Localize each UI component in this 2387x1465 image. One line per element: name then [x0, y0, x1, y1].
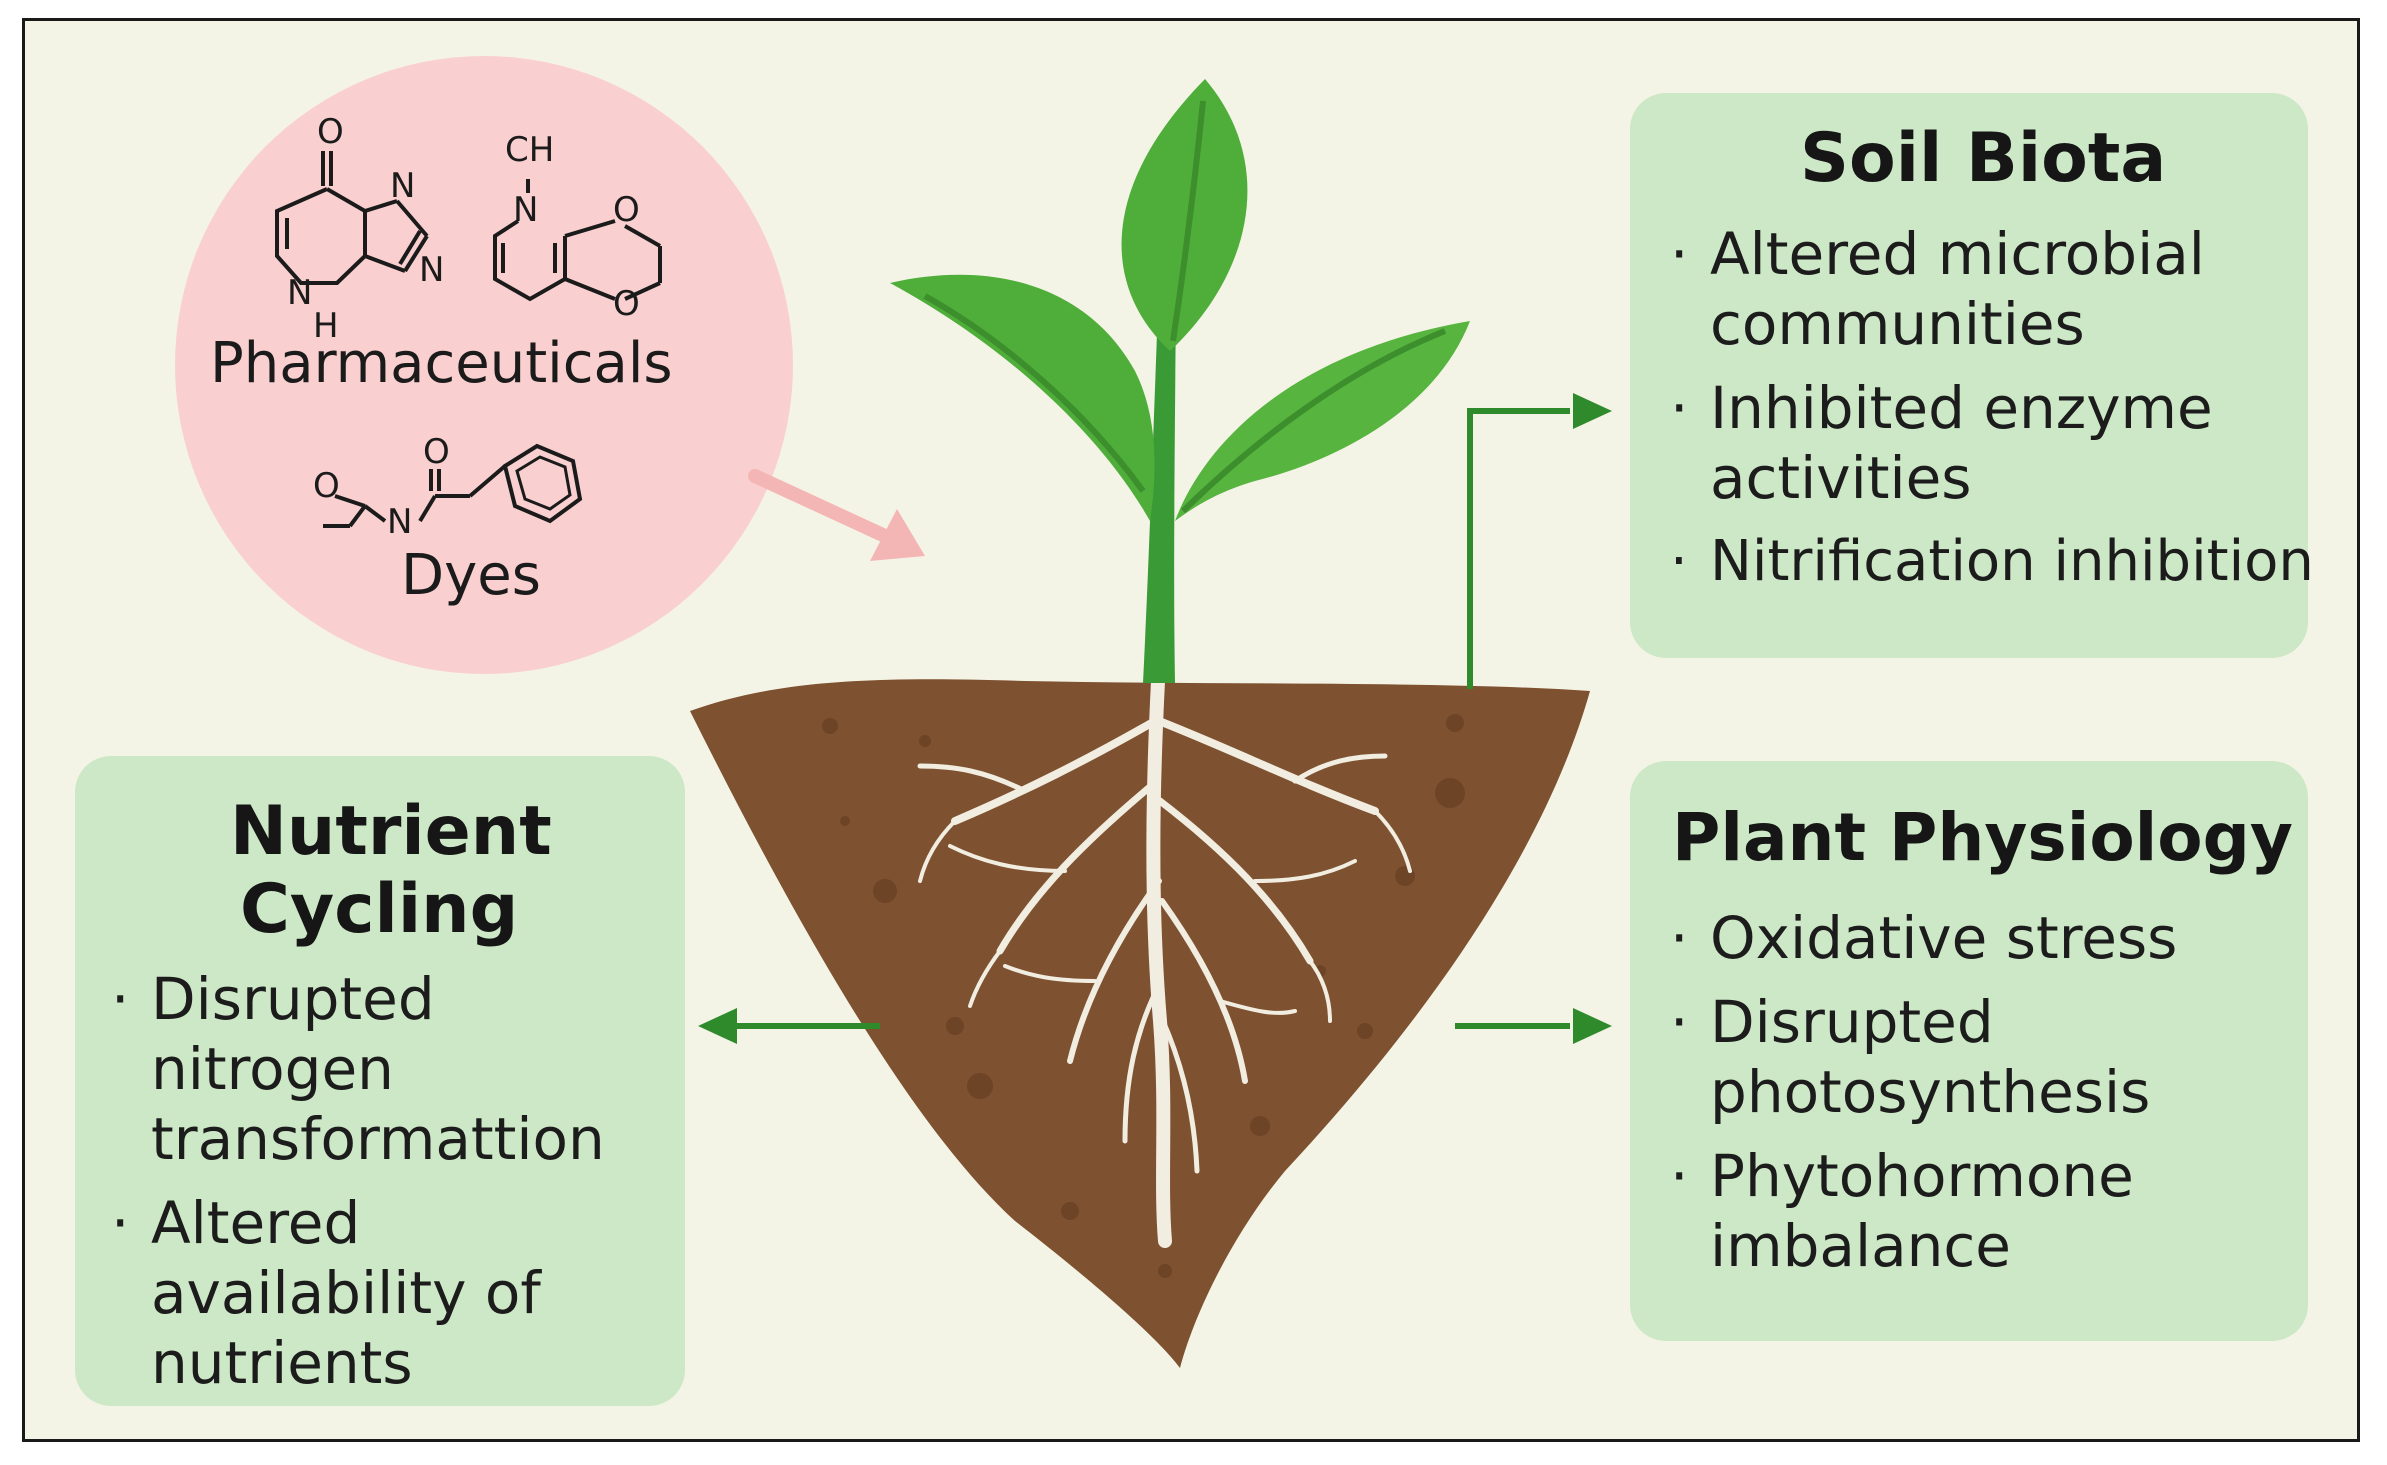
list-item: ·Altered availability of nutrients [111, 1189, 541, 1397]
list-item: ·Disrupted nitrogen transformattion [111, 965, 605, 1173]
arrow-head-nutrient [698, 1008, 737, 1044]
arrow-icon [735, 408, 1570, 1029]
soil-icon [690, 679, 1590, 1368]
contaminant-bubble [175, 56, 793, 674]
plant-physiology-title: Plant Physiology [1672, 799, 2293, 876]
molecule-icon [275, 151, 429, 285]
soil-biota-list: ·Altered microbial communities ·Inhibite… [1670, 219, 2314, 611]
plant-physiology-list: ·Oxidative stress ·Disrupted photosynthe… [1670, 903, 2290, 1295]
soil-pebbles [822, 714, 1465, 1278]
molecule-icon [323, 443, 583, 528]
atom-label: O [313, 466, 340, 506]
list-item: ·Disrupted photosynthesis [1670, 988, 2151, 1126]
atom-label: CH [505, 130, 555, 170]
list-item: ·Inhibited enzyme activities [1670, 374, 2213, 512]
atom-label: O [423, 432, 450, 472]
atom-label: O [317, 112, 344, 152]
nutrient-cycling-panel: Nutrient Cycling ·Disrupted nitrogen tra… [75, 756, 685, 1406]
plant-physiology-panel: Plant Physiology ·Oxidative stress ·Disr… [1630, 761, 2308, 1341]
atom-label: O [613, 190, 640, 230]
nutrient-cycling-title-line2: Cycling [240, 870, 519, 949]
plant-icon [890, 79, 1470, 683]
atom-label: N [513, 190, 539, 230]
diagram-frame: O N N N H CH N O O O O N Pharmaceuticals… [22, 18, 2360, 1442]
list-item: ·Nitrification inhibition [1670, 529, 2314, 594]
atom-label: H [313, 306, 339, 346]
atom-label: N [419, 250, 445, 290]
list-item: ·Phytohormone imbalance [1670, 1142, 2134, 1280]
arrow-head-soil-biota [1573, 393, 1612, 429]
dyes-label: Dyes [401, 543, 541, 608]
soil-biota-panel: Soil Biota ·Altered microbial communitie… [1630, 93, 2314, 658]
list-item: ·Altered microbial communities [1670, 220, 2205, 358]
nutrient-cycling-title-line1: Nutrient [230, 792, 552, 871]
molecule-icon [493, 179, 662, 302]
list-item: ·Oxidative stress [1670, 904, 2178, 972]
atom-label: N [390, 166, 416, 206]
contaminant-arrow-icon [748, 469, 925, 561]
soil-biota-title: Soil Biota [1800, 119, 2167, 198]
atom-label: O [613, 284, 640, 324]
atom-label: N [287, 273, 313, 313]
arrow-head-physiology [1573, 1008, 1612, 1044]
atom-label: N [387, 502, 413, 542]
root-icon [917, 674, 1412, 1248]
illustration [175, 56, 1612, 1368]
nutrient-cycling-list: ·Disrupted nitrogen transformattion ·Alt… [111, 964, 671, 1412]
pharmaceuticals-label: Pharmaceuticals [210, 331, 673, 396]
